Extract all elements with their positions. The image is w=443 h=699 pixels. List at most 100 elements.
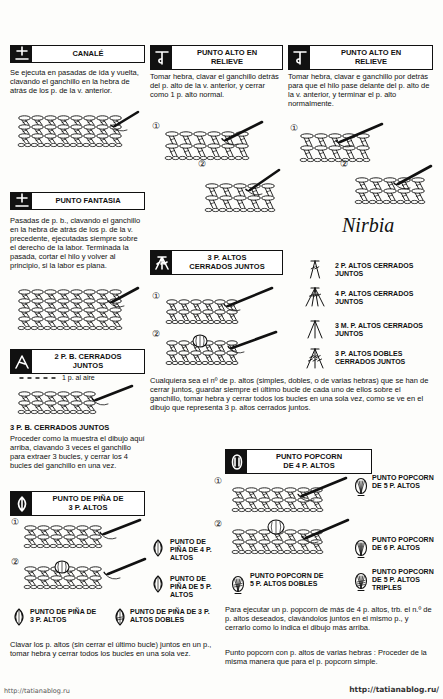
hook-tip (222, 139, 226, 141)
stitch-loop (32, 392, 44, 396)
stitch-post (80, 580, 87, 585)
stitch-wrap (240, 139, 244, 141)
chain-loop (232, 508, 239, 511)
callout-number: ① (214, 477, 222, 486)
stitch-wrap (75, 304, 79, 306)
heading-icon-symbol (12, 191, 32, 211)
stitch-cluster (55, 561, 69, 573)
stitch-loop (215, 310, 226, 314)
stitch-wrap (207, 357, 211, 359)
chain-loop (57, 326, 64, 329)
stitch-post (87, 294, 94, 299)
stitch-loop (71, 116, 83, 120)
heading-box: PUNTO ALTO EN RELIEVE (288, 45, 433, 70)
chain-loop (96, 544, 103, 547)
pina-tick (117, 617, 123, 618)
stitch-wrap (276, 504, 280, 506)
stitch-post (22, 294, 29, 299)
stitch-wrap (171, 316, 175, 318)
stitch-wrap (114, 322, 118, 324)
stitch-post (67, 530, 74, 535)
stitch-post (387, 193, 395, 200)
stitch-wrap (114, 139, 118, 141)
icon-stroke (16, 194, 28, 206)
stitch-post (28, 580, 35, 585)
stitch-post (35, 405, 42, 410)
stitch-wrap (224, 203, 228, 205)
stitch-wrap (289, 536, 293, 538)
symbol-post (307, 349, 315, 368)
stitch-loop (234, 184, 247, 188)
stitch-wrap (101, 139, 105, 141)
stitch-loop (32, 317, 44, 321)
stitch-post (61, 129, 68, 134)
stitch-post (87, 138, 94, 143)
pina-outline (116, 609, 124, 625)
stitch-wrap (101, 322, 105, 324)
yarn-strand (94, 401, 108, 405)
stitch-wrap (263, 504, 267, 506)
chain-loop (89, 585, 96, 588)
closed-together-symbol (311, 261, 320, 278)
stitch-wrap (250, 494, 254, 496)
symbol-post (312, 288, 315, 306)
stitch-wrap (315, 536, 319, 538)
stitch-wrap (289, 546, 293, 548)
stitch-wrap (88, 121, 92, 123)
stitch-loop (356, 178, 369, 182)
stitch-loop (206, 196, 219, 200)
yarn-strand (113, 127, 127, 131)
chain-loop (304, 508, 311, 511)
stitch-loop (51, 526, 63, 530)
stitch-loop (97, 134, 109, 138)
stitch-loop (58, 401, 70, 405)
stitch-post (262, 492, 269, 498)
stitch-wrap (195, 316, 199, 318)
callout-number: ① (152, 122, 160, 131)
body-text: Tomar hebra, clavar el ganchillo detrás … (150, 72, 283, 99)
stitch-wrap (114, 313, 118, 315)
stitch-loop (285, 498, 297, 502)
symbol-post (311, 261, 316, 278)
stitch-wrap (23, 295, 27, 297)
body-text: Cualquiera sea el nº de p. altos (simple… (150, 376, 433, 412)
chain-loop (184, 320, 190, 323)
chain-loop (178, 320, 184, 323)
chain-loop (258, 508, 265, 511)
stitch-loop (64, 576, 76, 580)
stitch-loop (246, 488, 258, 492)
stitch-post (22, 321, 29, 326)
stitch-post (223, 188, 231, 196)
stitch-loop (227, 351, 238, 355)
stitch-loop (84, 308, 96, 312)
stitch-swatch (18, 290, 122, 330)
stitch-wrap (388, 184, 392, 186)
stitch-post (100, 138, 107, 143)
chain-loop (258, 550, 265, 553)
pina-outline (154, 540, 162, 556)
yarn-strand (338, 143, 352, 147)
stitch-loop (45, 290, 57, 294)
stitch-post (100, 321, 107, 326)
stitch-loop (220, 184, 233, 188)
stitch-post (93, 580, 100, 585)
chain-loop (207, 156, 214, 159)
pina-posts (16, 611, 23, 623)
chain-loop (96, 326, 103, 329)
stitch-post (237, 188, 245, 196)
stitch-post (87, 129, 94, 134)
stitch-wrap (49, 295, 53, 297)
stitch-post (218, 304, 225, 310)
heading-box: 2 P. B. CERRADOS JUNTOS (10, 349, 145, 374)
popcorn-symbol (233, 577, 244, 594)
stitch-loop (166, 132, 179, 136)
stitch-wrap (347, 153, 351, 155)
heading-text-box: PUNTO DE PIÑA DE 3 P. ALTOS (32, 492, 144, 515)
stitch-wrap (36, 304, 40, 306)
stitch-loop (298, 488, 310, 492)
pina-posts (155, 578, 162, 590)
stitch-loop (215, 300, 226, 304)
stitch-loop (97, 125, 109, 129)
heading-box: PUNTO POPCORN DE 4 P. ALTOS (225, 449, 372, 474)
stitch-loop (19, 299, 31, 303)
